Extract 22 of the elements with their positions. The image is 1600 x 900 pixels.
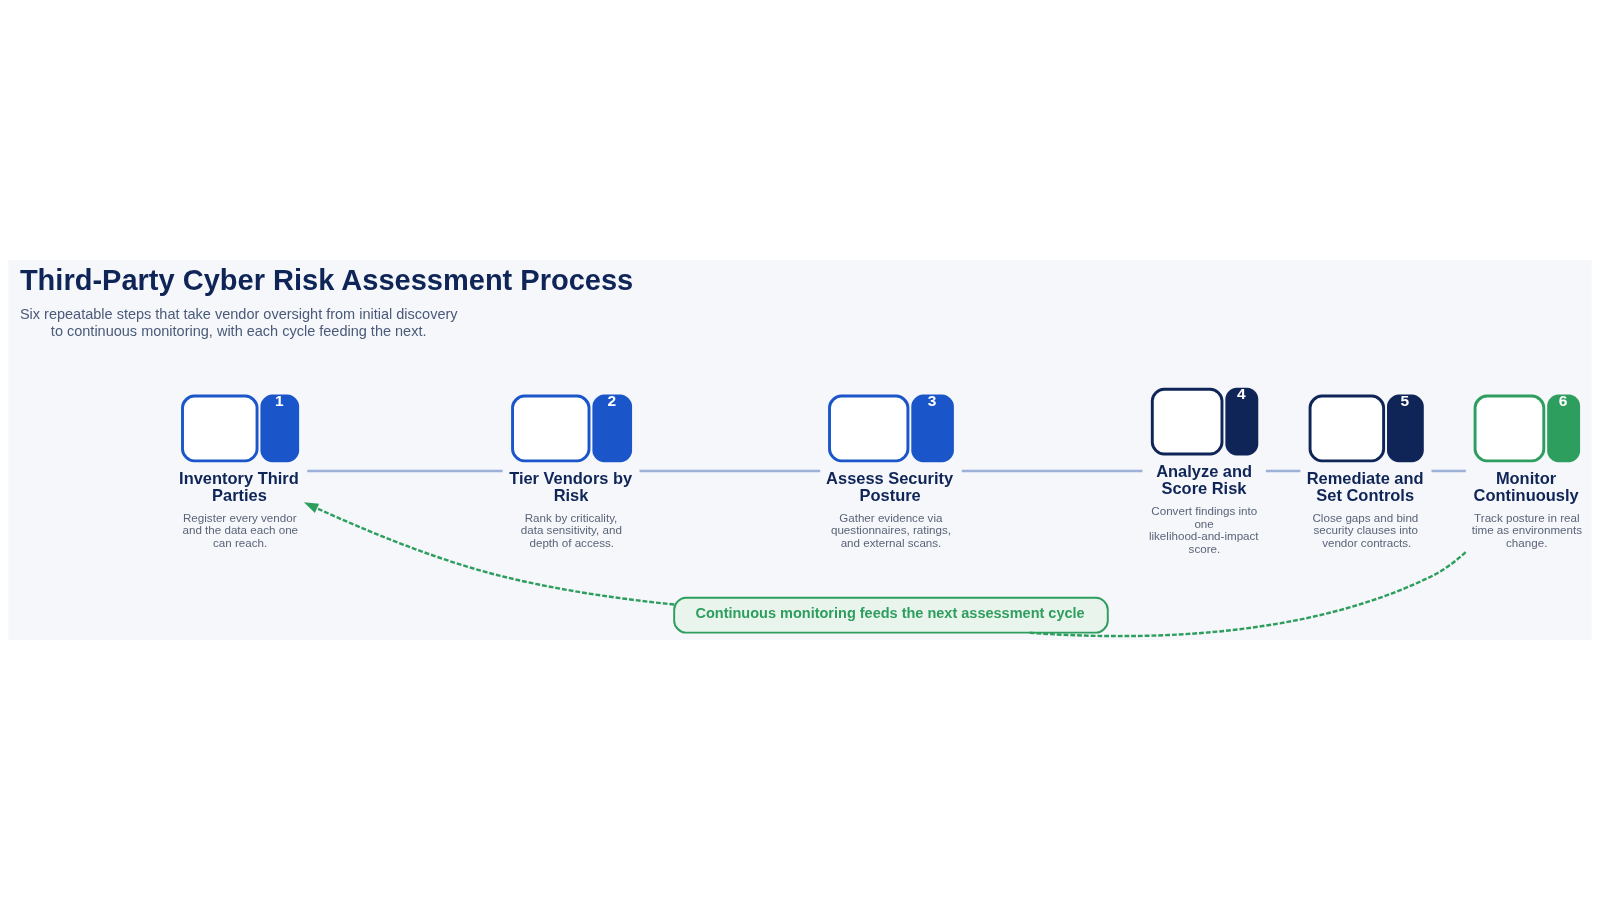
node-label: Gather evidence via questionnaires, ratings, and external scans. — [830, 510, 952, 550]
connector — [1027, 551, 1467, 638]
node-label: Assess Security Posture — [826, 469, 954, 504]
node-label: Close gaps and bind security clauses into vendor contracts. — [1312, 510, 1419, 550]
label: Six repeatable steps that take vendor oversight from initial discovery to continuous monitoring, with each cycle feeding the next. — [19, 306, 458, 339]
node-label: Tier Vendors by Risk — [509, 469, 633, 504]
node-label: Register every vendor and the data each one can reach. — [182, 510, 299, 550]
node-box: Continuous monitoring feeds the next assessment cycle — [673, 596, 1109, 634]
connector — [961, 469, 1143, 473]
node-label: Inventory Third Parties — [179, 469, 299, 504]
node-label: Track posture in real time as environments change. — [1471, 510, 1583, 550]
connector — [1431, 469, 1466, 473]
connector — [307, 469, 503, 473]
node-label: Remediate and Set Controls — [1306, 469, 1424, 504]
node-label: Convert findings into one likelihood-and-impact score. — [1148, 504, 1259, 555]
node-label: Monitor Continuously — [1473, 469, 1579, 504]
node-label: Analyze and Score Risk — [1156, 462, 1253, 497]
connector — [639, 469, 821, 473]
diagram-title: Third-Party Cyber Risk Assessment Process — [19, 264, 634, 296]
node-label: Rank by criticality, data sensitivity, and depth of access. — [520, 510, 622, 550]
connector — [1265, 469, 1301, 473]
arrow — [303, 502, 675, 606]
